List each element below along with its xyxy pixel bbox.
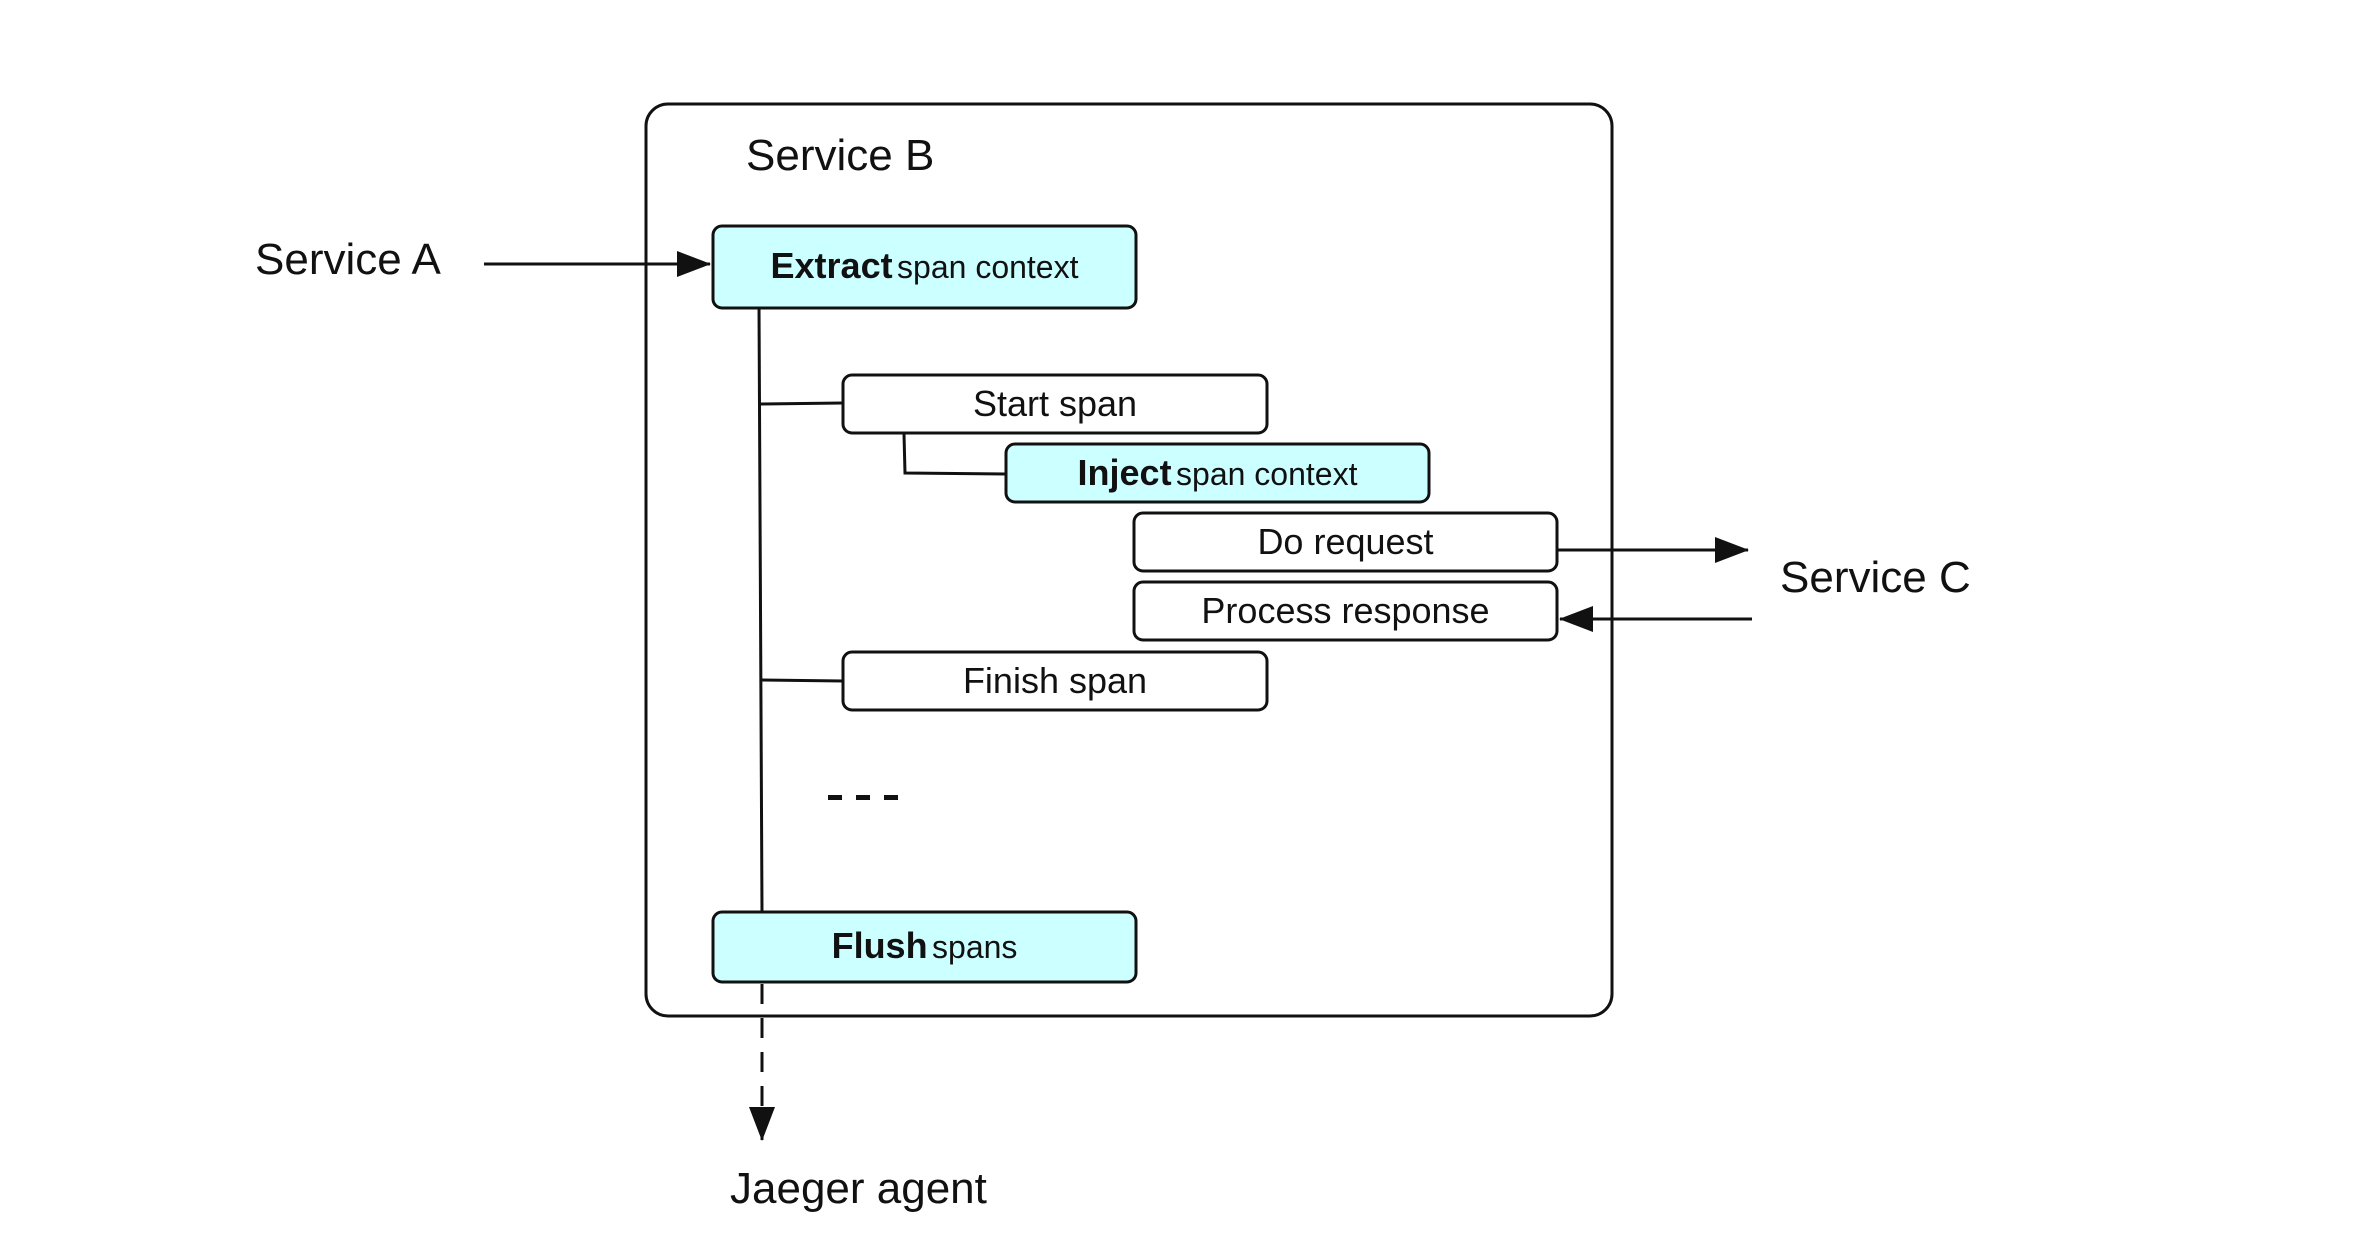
connector-finish-span	[760, 678, 844, 683]
start-span-step: Start span	[841, 373, 1269, 435]
process-response-box	[1132, 580, 1559, 642]
service-b-container	[644, 102, 1614, 1018]
ellipsis	[828, 795, 898, 800]
flush-text: Flush spans	[832, 925, 1018, 966]
extract-step: Extract span context	[711, 224, 1138, 310]
process-response-step: Process response	[1132, 580, 1559, 642]
connector-start-span	[759, 401, 844, 406]
extract-text: Extract span context	[771, 245, 1079, 286]
do-request-text: Do request	[1257, 521, 1433, 562]
process-response-text: Process response	[1201, 590, 1489, 631]
ellipsis-dash-3	[884, 795, 898, 800]
extract-box	[711, 224, 1138, 310]
service-a-label: Service A	[255, 235, 442, 284]
inject-box	[1004, 442, 1431, 504]
flush-box	[711, 910, 1138, 984]
finish-span-box	[841, 650, 1269, 712]
main-timeline	[757, 305, 764, 913]
ellipsis-dash-1	[828, 795, 842, 800]
flush-step: Flush spans	[711, 910, 1138, 984]
do-request-step: Do request	[1132, 511, 1559, 573]
start-span-text: Start span	[973, 383, 1137, 424]
extract-rest: span context	[897, 249, 1079, 285]
connector-inject	[902, 433, 1007, 476]
flush-rest: spans	[932, 929, 1017, 965]
flush-bold: Flush	[832, 925, 928, 966]
inject-bold: Inject	[1078, 452, 1172, 493]
start-span-box	[841, 373, 1269, 435]
inject-step: Inject span context	[1004, 442, 1431, 504]
inject-rest: span context	[1176, 456, 1358, 492]
jaeger-agent-label: Jaeger agent	[730, 1164, 987, 1213]
extract-bold: Extract	[771, 245, 893, 286]
do-request-box	[1132, 511, 1559, 573]
finish-span-text: Finish span	[963, 660, 1147, 701]
inject-text: Inject span context	[1078, 452, 1358, 493]
ellipsis-dash-2	[856, 795, 870, 800]
service-c-label: Service C	[1780, 553, 1971, 602]
service-b-label: Service B	[746, 131, 934, 180]
finish-span-step: Finish span	[841, 650, 1269, 712]
